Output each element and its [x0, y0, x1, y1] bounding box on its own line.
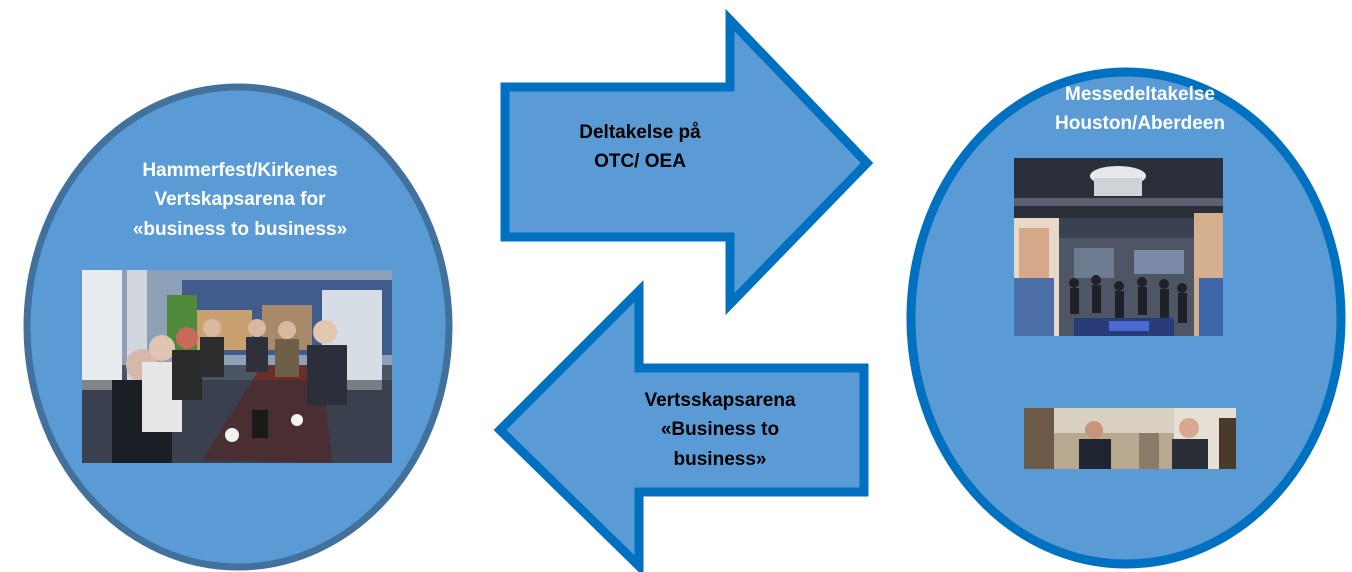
arrow-right-line-1: Deltakelse på — [579, 122, 701, 143]
left-node-line-1: Hammerfest/Kirkenes — [142, 160, 338, 181]
left-node-label: Hammerfest/Kirkenes Vertskapsarena for «… — [90, 156, 390, 244]
left-node-line-2: Vertskapsarena for — [154, 189, 326, 211]
arrow-left-line-3: business» — [673, 448, 767, 470]
right-node-line-2: Houston/Aberdeen — [1055, 113, 1225, 135]
exhibition-hall-photo — [1014, 158, 1223, 336]
arrow-right-label: Deltakelse på OTC/ OEA — [545, 118, 735, 177]
arrow-right-line-2: OTC/ OEA — [594, 151, 686, 173]
arrow-left-line-1: Vertsskapsarena — [644, 390, 796, 411]
arrow-left-label: Vertsskapsarena «Business to business» — [610, 386, 830, 474]
arrow-left-shape — [493, 280, 869, 572]
left-node-line-3: «business to business» — [132, 218, 348, 240]
arrow-right-shape — [500, 8, 874, 316]
business-conversation-photo — [1024, 408, 1236, 469]
meeting-photo — [82, 270, 392, 463]
right-node-line-1: Messedeltakelse — [1065, 84, 1215, 105]
arrow-left-line-2: «Business to — [660, 419, 780, 441]
right-node-label: Messedeltakelse Houston/Aberdeen — [1005, 80, 1275, 139]
